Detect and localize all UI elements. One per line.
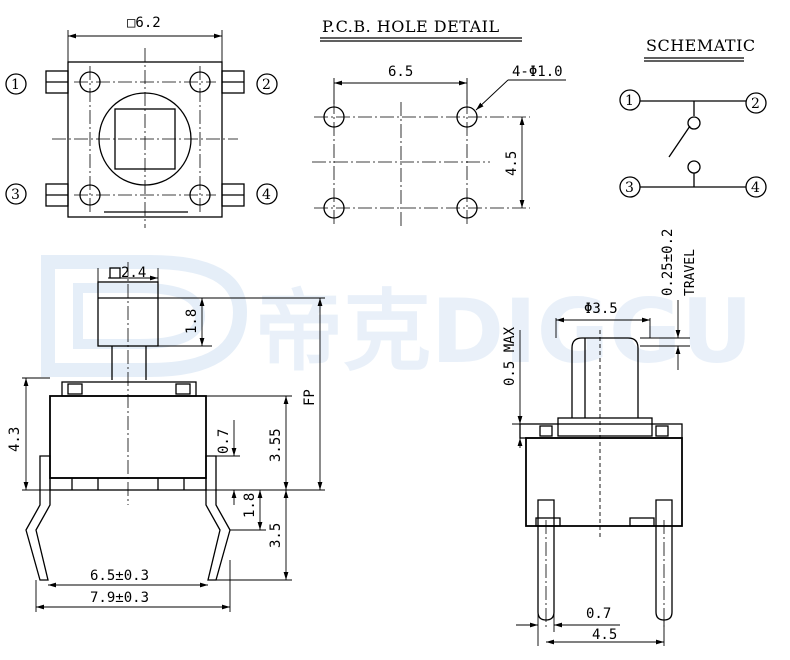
pcb-pitch-y: 4.5 (504, 151, 520, 176)
pcb-hole-detail: P.C.B. HOLE DETAIL 6.5 4.5 4-Φ1.0 (312, 17, 566, 228)
actuator-width-label: 2.4 (121, 265, 146, 281)
travel-value-label: 0.25±0.2 (660, 229, 676, 296)
pitch-label: 6.5±0.3 (90, 568, 149, 584)
top-pin-4-label: 4 (262, 187, 271, 203)
top-size-label: □6.2 (127, 15, 161, 31)
schematic-pin-4: 4 (751, 180, 760, 196)
watermark-text: 帝克DIGGU (255, 280, 753, 383)
pcb-title: P.C.B. HOLE DETAIL (322, 17, 500, 36)
top-pin-1-label: 1 (11, 77, 20, 93)
lead-width-label: 0.7 (586, 606, 611, 622)
pcb-hole-callout: 4-Φ1.0 (512, 64, 563, 80)
max-label: 0.5 MAX (502, 326, 518, 386)
schematic-title: SCHEMATIC (646, 36, 756, 55)
schematic-pin-3: 3 (625, 180, 634, 196)
side-view: 2.4 1.8 4.3 FP 3.55 (7, 262, 325, 612)
top-view: □6.2 1 2 3 4 (5, 15, 278, 228)
schematic: SCHEMATIC 1 2 3 4 (619, 36, 767, 198)
standoff-label: 0.7 (216, 429, 232, 454)
lead-bend-label: 1.8 (242, 493, 258, 518)
overall-width-label: 7.9±0.3 (90, 590, 149, 606)
lead-pitch-label: 4.5 (592, 627, 617, 643)
actuator-height-label: 1.8 (184, 309, 200, 334)
schematic-pin-2: 2 (751, 96, 760, 112)
schematic-pin-1: 1 (625, 93, 634, 109)
pcb-pitch-x: 6.5 (388, 64, 413, 80)
top-pin-2-label: 2 (262, 77, 271, 93)
front-view: Φ3.5 0.5 MAX 0.25±0.2 TRAVEL 0.7 (502, 229, 698, 646)
actuator-diameter-label: Φ3.5 (584, 301, 618, 317)
travel-label: TRAVEL (683, 249, 698, 296)
lead-length-label: 3.5 (268, 523, 284, 548)
body-height-label: 4.3 (7, 427, 23, 452)
watermark: 帝克DIGGU (41, 255, 753, 383)
top-pin-3-label: 3 (11, 187, 20, 203)
fp-label: FP (302, 389, 318, 406)
base-to-top-label: 3.55 (268, 428, 284, 462)
